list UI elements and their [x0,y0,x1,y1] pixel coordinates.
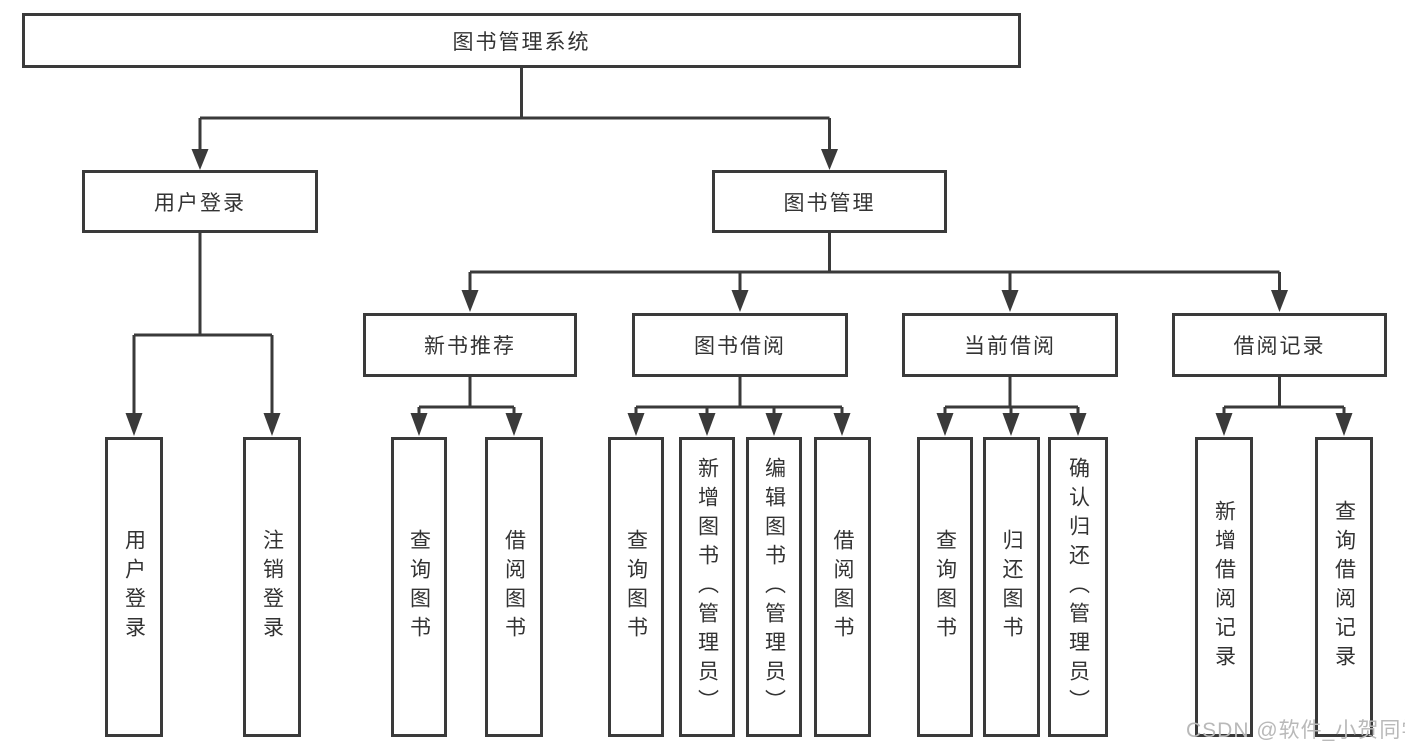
leaf-return-books-label: 归还图书 [1000,529,1023,645]
leaf-query-borrow-record: 查询借阅记录 [1315,437,1373,737]
leaf-logout: 注销登录 [243,437,301,737]
leaf-edit-books-admin: 编辑图书（管理员） [746,437,802,737]
leaf-borrow-books-recommend-label: 借阅图书 [502,529,526,645]
leaf-query-books-current-label: 查询图书 [933,529,957,645]
leaf-add-books-admin: 新增图书（管理员） [679,437,735,737]
node-current-borrow: 当前借阅 [902,313,1118,377]
leaf-logout-label: 注销登录 [260,529,284,645]
csdn-watermark: CSDN @软件_小贺同学 [1186,719,1405,742]
node-library-system: 图书管理系统 [22,13,1021,68]
leaf-user-login-label: 用户登录 [122,529,146,645]
leaf-add-borrow-record-label: 新增借阅记录 [1212,500,1236,674]
leaf-confirm-return-admin: 确认归还（管理员） [1048,437,1108,737]
leaf-borrow-books-recommend: 借阅图书 [485,437,543,737]
node-borrow-records: 借阅记录 [1172,313,1387,377]
leaf-query-books-borrow: 查询图书 [608,437,664,737]
leaf-borrow-books-label: 借阅图书 [831,529,854,645]
leaf-query-books-recommend: 查询图书 [391,437,447,737]
leaf-add-borrow-record: 新增借阅记录 [1195,437,1253,737]
leaf-query-books-recommend-label: 查询图书 [407,529,431,645]
leaf-query-books-borrow-label: 查询图书 [624,529,648,645]
leaf-add-books-admin-label: 新增图书（管理员） [695,456,719,718]
leaf-confirm-return-admin-label: 确认归还（管理员） [1066,456,1090,718]
leaf-user-login: 用户登录 [105,437,163,737]
node-book-management: 图书管理 [712,170,947,233]
leaf-query-borrow-record-label: 查询借阅记录 [1332,500,1356,674]
node-user-login: 用户登录 [82,170,318,233]
leaf-return-books: 归还图书 [983,437,1040,737]
leaf-borrow-books: 借阅图书 [814,437,871,737]
node-new-book-recommend: 新书推荐 [363,313,577,377]
leaf-query-books-current: 查询图书 [917,437,973,737]
leaf-edit-books-admin-label: 编辑图书（管理员） [762,456,786,718]
arrowheads [125,149,1353,436]
node-book-borrow: 图书借阅 [632,313,848,377]
